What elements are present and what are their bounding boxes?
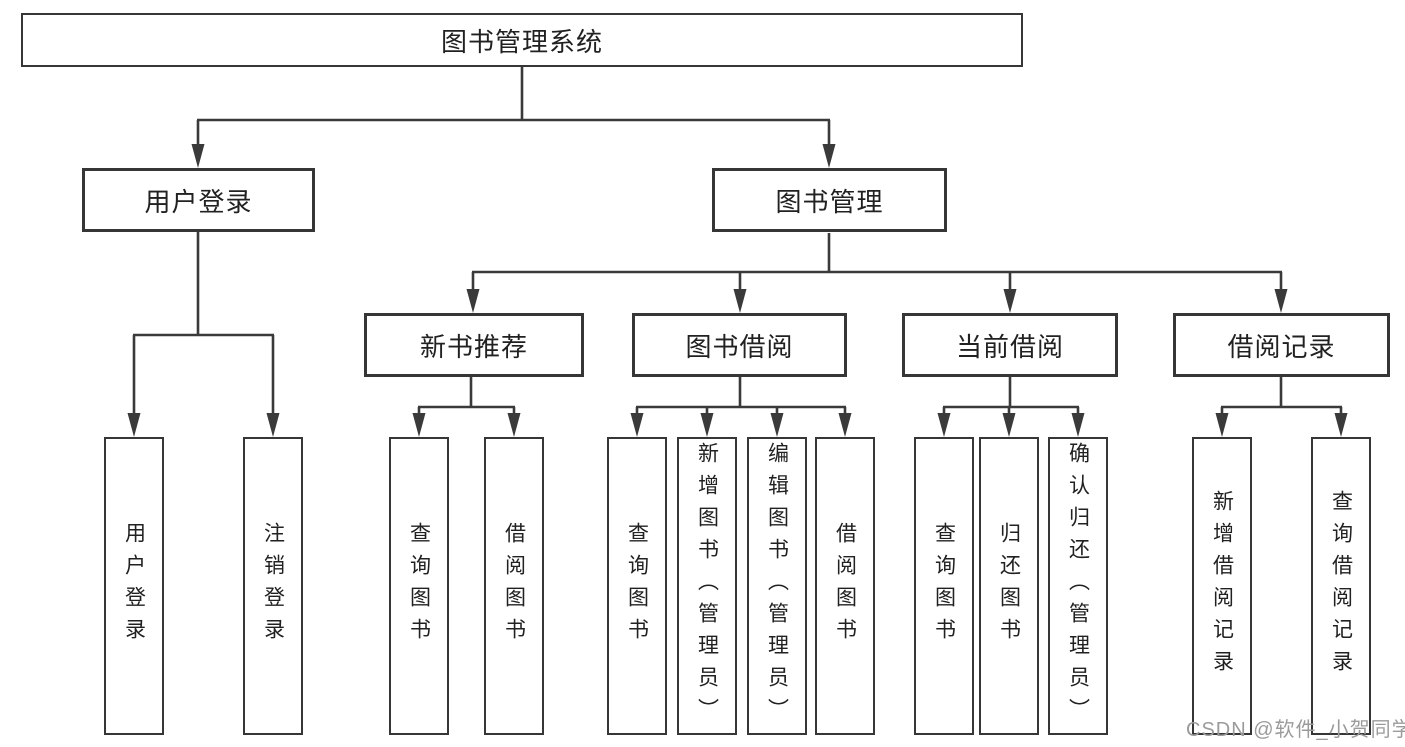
leaf-query-borrow-record: 查询借阅记录 <box>1311 437 1371 735</box>
leaf-logout: 注销登录 <box>243 437 303 735</box>
leaf-borrow-books-recommend: 借阅图书 <box>484 437 544 735</box>
node-label: 借阅记录 <box>1227 331 1336 362</box>
leaf-query-books-borrow: 查询图书 <box>607 437 667 735</box>
leaf-label: 查询图书 <box>407 522 431 650</box>
node-new-book-recommend: 新书推荐 <box>364 313 584 377</box>
node-book-borrowing: 图书借阅 <box>632 313 847 377</box>
leaf-add-book-admin: 新增图书（管理员） <box>677 437 737 735</box>
node-root-system: 图书管理系统 <box>21 13 1023 67</box>
root-label: 图书管理系统 <box>440 26 603 57</box>
leaf-query-books-current: 查询图书 <box>914 437 974 735</box>
leaf-return-book: 归还图书 <box>979 437 1039 735</box>
node-user-login: 用户登录 <box>82 168 315 232</box>
leaf-label: 新增借阅记录 <box>1210 490 1234 682</box>
leaf-add-borrow-record: 新增借阅记录 <box>1192 437 1252 735</box>
leaf-confirm-return-admin: 确认归还（管理员） <box>1048 437 1108 735</box>
leaf-label: 用户登录 <box>122 522 146 650</box>
node-label: 新书推荐 <box>419 331 528 362</box>
leaf-label: 编辑图书（管理员） <box>765 442 789 730</box>
csdn-watermark: CSDN @软件_小贺同学 <box>1186 719 1405 741</box>
leaf-label: 借阅图书 <box>833 522 857 650</box>
leaf-borrow-books: 借阅图书 <box>815 437 875 735</box>
leaf-label: 借阅图书 <box>502 522 526 650</box>
leaf-label: 新增图书（管理员） <box>695 442 719 730</box>
leaf-query-books-recommend: 查询图书 <box>389 437 449 735</box>
leaf-label: 确认归还（管理员） <box>1066 442 1090 730</box>
leaf-user-login: 用户登录 <box>104 437 164 735</box>
node-label: 当前借阅 <box>955 331 1064 362</box>
leaf-label: 注销登录 <box>261 522 285 650</box>
leaf-label: 查询图书 <box>625 522 649 650</box>
leaf-edit-book-admin: 编辑图书（管理员） <box>747 437 807 735</box>
node-label: 图书借阅 <box>685 331 794 362</box>
leaf-label: 查询借阅记录 <box>1329 490 1353 682</box>
node-borrowing-records: 借阅记录 <box>1173 313 1390 377</box>
leaf-label: 归还图书 <box>997 522 1021 650</box>
leaf-label: 查询图书 <box>932 522 956 650</box>
node-current-borrowing: 当前借阅 <box>902 313 1118 377</box>
node-book-management: 图书管理 <box>712 168 947 232</box>
node-label: 用户登录 <box>144 186 253 217</box>
node-label: 图书管理 <box>775 186 884 217</box>
